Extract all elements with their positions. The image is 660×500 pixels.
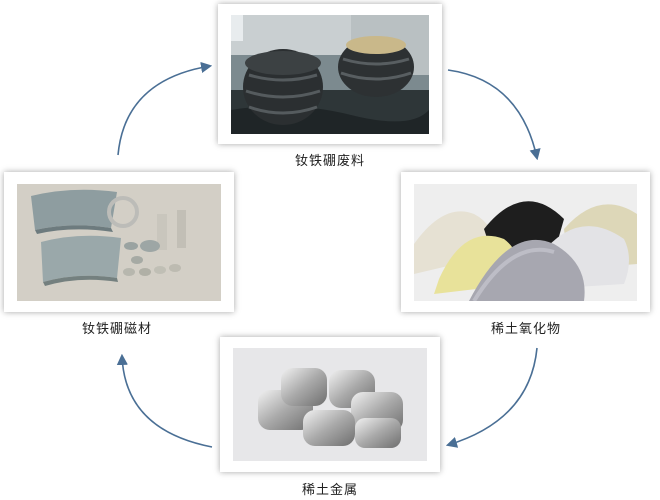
oxide-card bbox=[401, 172, 650, 312]
metal-card bbox=[220, 337, 440, 472]
oxide-photo bbox=[414, 184, 637, 301]
magnet-card bbox=[4, 172, 234, 312]
oxide-label: 稀土氧化物 bbox=[490, 322, 562, 337]
arrow-magnet-to-waste bbox=[117, 61, 213, 156]
magnet-label: 钕铁硼磁材 bbox=[81, 322, 153, 337]
waste-label: 钕铁硼废料 bbox=[294, 154, 366, 169]
arrow-waste-to-oxide bbox=[447, 69, 541, 161]
arrow-oxide-to-metal bbox=[445, 347, 538, 448]
magnet-photo bbox=[17, 184, 221, 301]
arrow-metal-to-magnet bbox=[116, 353, 213, 448]
metal-label: 稀土金属 bbox=[301, 483, 359, 498]
metal-photo bbox=[233, 348, 427, 461]
waste-card bbox=[218, 4, 442, 144]
waste-photo bbox=[231, 15, 429, 134]
